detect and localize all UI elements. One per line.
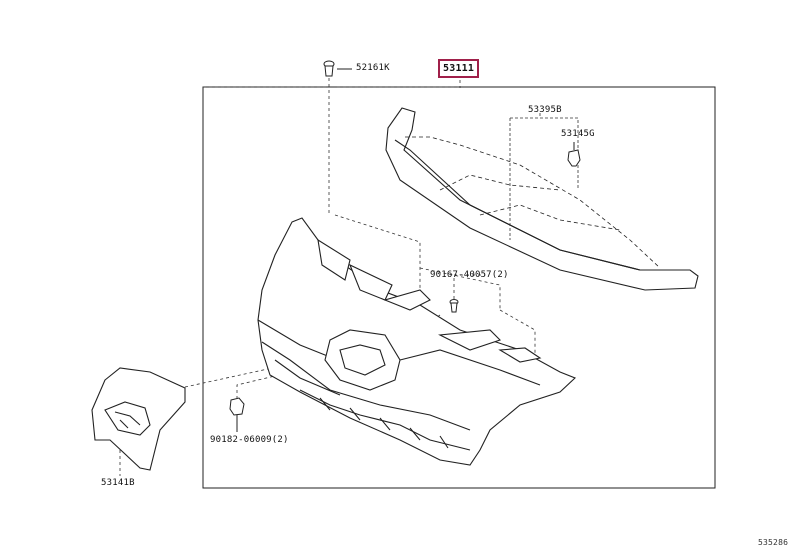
screw-icon [449,299,459,313]
part-label-53141b: 53141B [101,478,135,488]
emblem-icon [91,367,186,471]
part-label-52161k: 52161K [356,63,390,73]
clip-53145g-icon [567,142,581,167]
clip-52161k-icon [323,60,352,77]
part-label-53111[interactable]: 53111 [438,59,480,78]
upper-molding [385,107,699,291]
part-label-53395b: 53395B [528,105,562,115]
part-label-53145g: 53145G [561,129,595,139]
nut-icon [229,397,245,432]
figure-code: 535286 [758,538,789,547]
part-label-90167: 90167-40057(2) [430,270,509,280]
molding-bracket [509,113,579,240]
grille-body [257,217,577,466]
part-label-90182: 90182-06009(2) [210,435,289,445]
